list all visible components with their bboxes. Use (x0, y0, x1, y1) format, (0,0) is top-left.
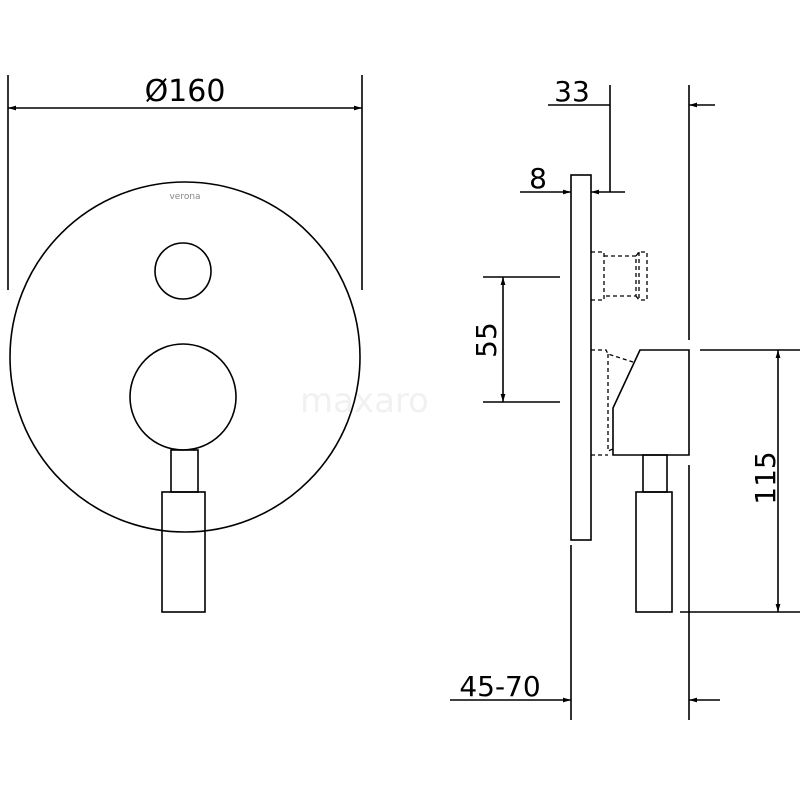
handle-lever (161, 491, 206, 613)
front-view: Ø160 verona (7, 74, 363, 613)
handle-stem (170, 449, 199, 493)
side-handle-lever (635, 491, 673, 613)
plate-profile (570, 174, 592, 541)
side-view: 33 8 55 115 45-70 (450, 75, 800, 720)
wall-depth-label: 45-70 (459, 670, 540, 703)
watermark: maxaro (300, 381, 429, 421)
diverter-button (154, 242, 212, 300)
spacing-label: 55 (470, 322, 503, 358)
cover-plate (9, 181, 361, 533)
side-handle-stem (642, 454, 668, 493)
height-label: 115 (749, 451, 782, 504)
diameter-label: Ø160 (145, 74, 226, 109)
mixer-knob (129, 343, 237, 451)
plate-thickness-label: 8 (529, 162, 547, 195)
brand-logo: verona (169, 192, 200, 202)
depth-label: 33 (554, 75, 590, 108)
knob-body (612, 349, 690, 456)
